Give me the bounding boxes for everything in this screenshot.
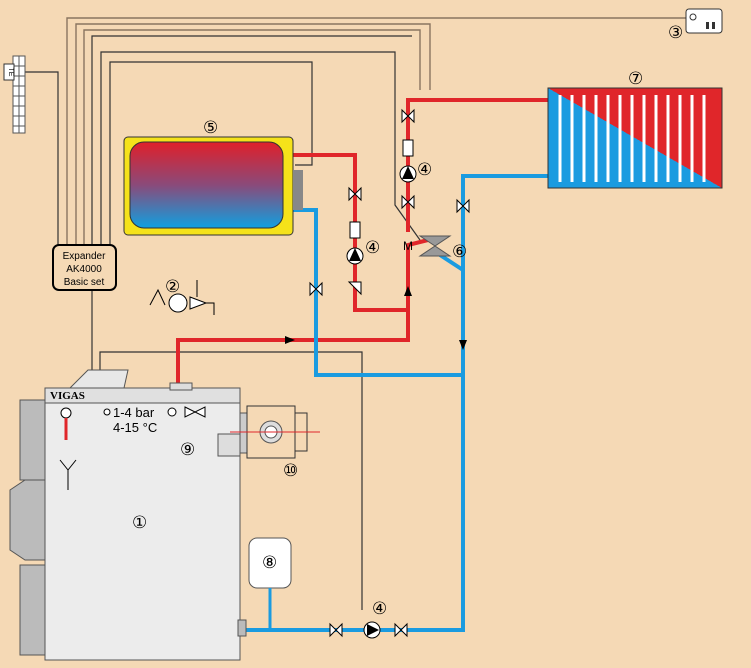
sensor-label: TE	[7, 68, 14, 77]
label-10: ⑩	[283, 461, 298, 480]
hot-water-tank: ⑤	[123, 118, 303, 236]
label-9: ⑨	[180, 440, 195, 459]
expansion-vessel: ⑧	[248, 537, 292, 630]
expander-line3: Basic set	[64, 277, 105, 288]
room-thermostat: ③	[668, 8, 723, 42]
radiator: ⑦	[547, 69, 723, 189]
label-4c: ④	[372, 599, 387, 618]
boiler-brand: VIGAS	[50, 390, 85, 402]
expander-line2: AK4000	[66, 264, 102, 275]
flow-arrows	[285, 286, 467, 350]
label-8: ⑧	[262, 553, 277, 572]
pressure-label: 1-4 bar	[113, 405, 155, 420]
label-3: ③	[668, 23, 683, 42]
label-1: ①	[132, 513, 147, 532]
burner: ⑩	[217, 405, 320, 480]
expander-line1: Expander	[63, 251, 106, 262]
expander-box: Expander AK4000 Basic set	[52, 244, 117, 291]
motor-label: M	[403, 239, 413, 253]
label-2: ②	[165, 277, 180, 296]
control-wires	[25, 17, 686, 610]
label-4b: ④	[365, 238, 380, 257]
boiler: VIGAS 1-4 bar 4-15 °C ⑨ ①	[9, 369, 247, 661]
label-6: ⑥	[452, 242, 467, 261]
label-4a: ④	[417, 160, 432, 179]
label-5: ⑤	[203, 118, 218, 137]
safety-group: ②	[149, 277, 215, 315]
outdoor-sensor: TE	[3, 55, 26, 134]
temp-label: 4-15 °C	[113, 420, 157, 435]
label-7: ⑦	[628, 69, 643, 88]
cold-pipes	[195, 174, 548, 632]
valves: M ④ ④ ⑥ ④	[309, 108, 470, 639]
